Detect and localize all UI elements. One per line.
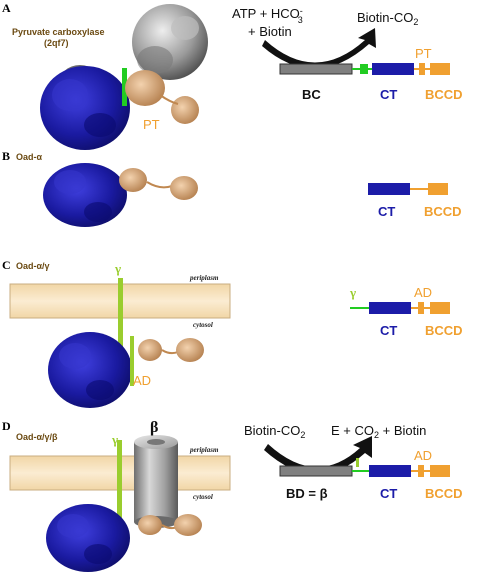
gamma-label-structure-d: γ <box>111 432 118 447</box>
beta-label-structure: β <box>150 419 158 436</box>
bd-domain-label: BD = β <box>286 486 328 501</box>
ad-structure-label: AD <box>133 373 151 388</box>
ct-domain-label-a: CT <box>380 87 397 102</box>
bccd-box-a <box>430 63 450 75</box>
ad-box-c <box>418 302 424 314</box>
ad-domain-label-d: AD <box>414 448 432 463</box>
panel-d-label: D <box>2 419 11 433</box>
panel-b: B Oad-α CT BCCD <box>2 149 462 227</box>
oad-alpha-structure <box>43 163 198 227</box>
pt-structure-label: PT <box>143 117 160 132</box>
beta-cylinder <box>134 435 178 528</box>
bc-domain-label: BC <box>302 87 321 102</box>
oad-alpha-gamma-name: Oad-α/γ <box>16 261 50 271</box>
periplasm-label-d: periplasm <box>189 446 219 454</box>
ad-domain-label-c: AD <box>414 285 432 300</box>
ct-box-c <box>369 302 411 314</box>
bccd-box-d <box>430 465 450 477</box>
oad-alpha-gamma-structure <box>48 332 204 408</box>
periplasm-label-c: periplasm <box>189 274 219 282</box>
protein-code: (2qf7) <box>44 38 69 48</box>
gamma-domain-label-c: γ <box>349 285 356 300</box>
protein-name: Pyruvate carboxylase <box>12 27 105 37</box>
panel-b-label: B <box>2 149 10 163</box>
bccd-domain-label-d: BCCD <box>425 486 463 501</box>
reaction-products-d: E + CO2 + Biotin <box>331 423 426 440</box>
linker-structure <box>122 68 127 106</box>
oad-alpha-gamma-beta-structure <box>46 504 202 572</box>
reaction-product: Biotin-CO2 <box>357 10 418 27</box>
pt-domain-structure <box>125 70 165 106</box>
panel-c: C Oad-α/γ periplasm cytosol γ AD γ AD CT… <box>2 258 463 408</box>
ct-domain-label-b: CT <box>378 204 395 219</box>
domain-bar-c <box>350 302 450 314</box>
bccd-box-c <box>430 302 450 314</box>
domain-bar-a <box>279 63 450 75</box>
linker-box <box>360 64 368 74</box>
reaction-substrate-d: Biotin-CO2 <box>244 423 305 440</box>
ct-domain-structure <box>40 66 130 150</box>
bccd-domain-label-a: BCCD <box>425 87 463 102</box>
ct-box-b <box>368 183 410 195</box>
panel-a-label: A <box>2 1 11 15</box>
pt-domain-label: PT <box>415 46 432 61</box>
bccd-box-b <box>428 183 448 195</box>
ad-box-d <box>418 465 424 477</box>
ct-domain-label-d: CT <box>380 486 397 501</box>
gamma-helix-c <box>118 278 123 388</box>
reaction-substrates: ATP + HCO-3 <box>232 6 303 25</box>
panel-c-label: C <box>2 258 11 272</box>
ct-box-d <box>369 465 411 477</box>
cytosol-label-d: cytosol <box>193 493 213 501</box>
panel-d: D Oad-α/γ/β periplasm cytosol γ β Biotin… <box>2 419 463 572</box>
pc-structure <box>40 4 208 150</box>
reaction-arrow <box>262 28 376 69</box>
domain-bar-b <box>368 183 448 195</box>
oad-alpha-gamma-beta-name: Oad-α/γ/β <box>16 432 58 442</box>
ct-domain-label-c: CT <box>380 323 397 338</box>
reaction-arrow-d <box>264 436 372 475</box>
gamma-label-structure-c: γ <box>114 261 121 276</box>
bccd-domain-label-c: BCCD <box>425 323 463 338</box>
bc-box <box>279 63 353 75</box>
ct-box-a <box>372 63 414 75</box>
cytosol-label-c: cytosol <box>193 321 213 329</box>
reaction-biotin: + Biotin <box>248 24 292 39</box>
bccd-domain-label-b: BCCD <box>424 204 462 219</box>
bccd-domain-structure <box>171 96 199 124</box>
pt-box <box>419 63 425 75</box>
domain-bar-d <box>279 458 450 477</box>
panel-a: A Pyruvate carboxylase (2qf7) PT ATP + H… <box>2 1 463 150</box>
bd-box <box>279 465 353 477</box>
gamma-helix-d <box>117 440 122 550</box>
oad-alpha-name: Oad-α <box>16 152 43 162</box>
